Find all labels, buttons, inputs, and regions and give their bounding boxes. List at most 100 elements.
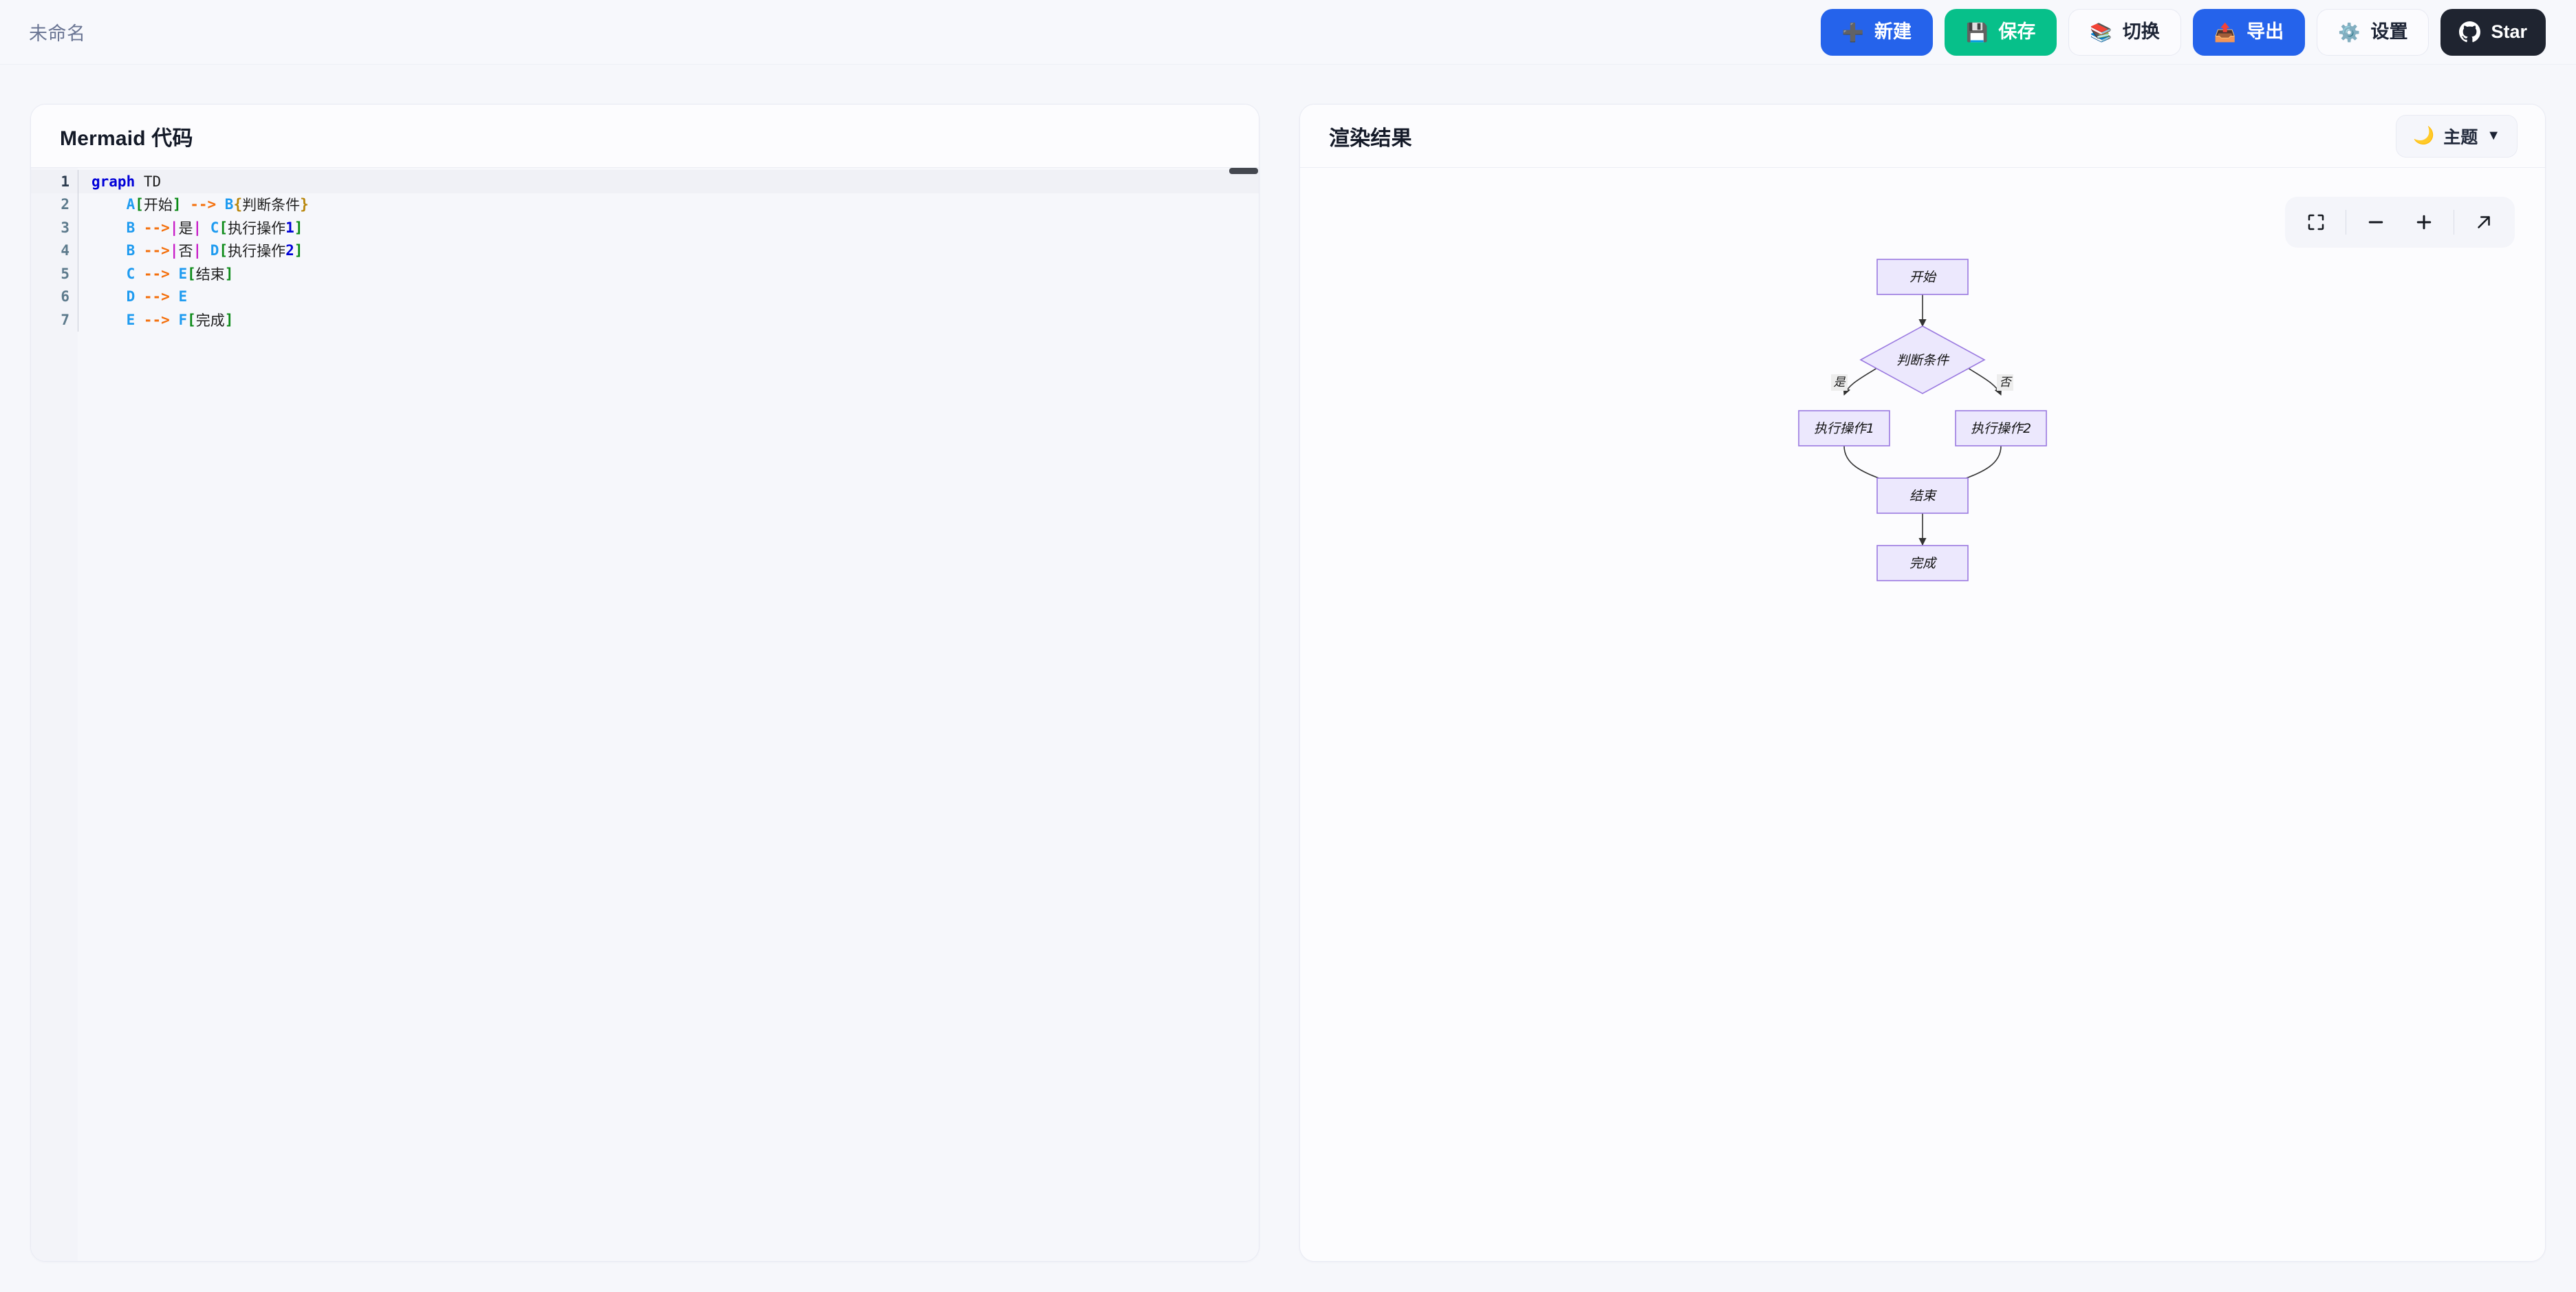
diagram-preview[interactable]: 是 否 开始 判断条件 xyxy=(1300,168,2545,1261)
code-token: 完成 xyxy=(195,312,225,329)
code-line-content[interactable]: C --> E[结束] xyxy=(78,262,1259,286)
code-token: 1 xyxy=(285,219,294,236)
zoom-in-button[interactable] xyxy=(2400,201,2448,244)
export-button[interactable]: 📤 导出 xyxy=(2192,8,2306,56)
node-shape-rect xyxy=(1876,259,1969,295)
settings-button-label: 设置 xyxy=(2370,21,2408,42)
code-line[interactable]: 7 E --> F[完成] xyxy=(31,308,1259,332)
node-C[interactable]: 执行操作1 xyxy=(1798,410,1890,446)
save-button[interactable]: 💾 保存 xyxy=(1944,8,2057,56)
toolbar-actions: ➕ 新建 💾 保存 📚 切换 📤 导出 ⚙️ 设置 Star xyxy=(1820,8,2546,56)
code-token xyxy=(170,266,179,282)
code-token xyxy=(135,288,144,305)
code-panel-header: Mermaid 代码 xyxy=(31,105,1259,168)
outbox-tray-icon: 📤 xyxy=(2214,21,2237,43)
editor-horizontal-scrollbar[interactable] xyxy=(1229,168,1258,174)
code-line-content[interactable]: D --> E xyxy=(78,285,1259,308)
code-token: --> xyxy=(143,219,170,236)
code-token xyxy=(216,196,225,213)
switch-button[interactable]: 📚 切换 xyxy=(2068,8,2181,56)
github-icon xyxy=(2459,21,2481,43)
code-token: C xyxy=(126,265,136,282)
theme-dropdown[interactable]: 🌙 主题 ▼ xyxy=(2396,114,2518,158)
code-token: [ xyxy=(135,196,144,213)
code-token: 是 xyxy=(178,219,193,237)
new-button[interactable]: ➕ 新建 xyxy=(1820,8,1933,56)
document-title[interactable]: 未命名 xyxy=(29,23,86,44)
code-line-content[interactable]: E --> F[完成] xyxy=(78,308,1259,332)
code-token: graph xyxy=(91,173,136,190)
node-D[interactable]: 执行操作2 xyxy=(1955,410,2047,446)
code-token: E xyxy=(178,265,188,282)
github-star-button[interactable]: Star xyxy=(2440,8,2546,56)
code-token: D xyxy=(210,242,219,259)
code-token xyxy=(135,219,144,236)
zoom-out-button[interactable] xyxy=(2352,201,2400,244)
save-button-label: 保存 xyxy=(1998,21,2036,42)
code-token: B xyxy=(126,219,136,236)
plus-icon: ➕ xyxy=(1841,21,1864,43)
code-token: [ xyxy=(187,265,196,282)
code-token: } xyxy=(300,196,309,213)
node-shape-rect xyxy=(1798,410,1890,446)
edge-label-yes: 是 xyxy=(1834,376,1846,389)
chevron-down-icon: ▼ xyxy=(2487,128,2500,143)
node-label-D: 执行操作2 xyxy=(1971,421,2031,436)
code-token: { xyxy=(233,196,243,213)
code-line[interactable]: 1 graph TD xyxy=(31,170,1259,193)
top-toolbar: 未命名 ➕ 新建 💾 保存 📚 切换 📤 导出 ⚙️ 设置 xyxy=(0,0,2576,65)
preview-panel: 渲染结果 🌙 主题 ▼ xyxy=(1299,104,2546,1262)
code-token xyxy=(91,196,127,213)
code-line[interactable]: 5 C --> E[结束] xyxy=(31,262,1259,286)
code-token: E xyxy=(178,288,188,305)
code-token xyxy=(202,219,210,236)
node-E[interactable]: 结束 xyxy=(1876,477,1969,514)
code-token: 2 xyxy=(285,242,294,259)
code-token: | xyxy=(169,242,179,259)
code-token: --> xyxy=(143,242,170,259)
gear-icon: ⚙️ xyxy=(2338,21,2361,43)
node-F[interactable]: 完成 xyxy=(1876,545,1969,581)
fit-to-screen-button[interactable] xyxy=(2292,201,2340,244)
code-token: 否 xyxy=(178,243,193,260)
line-number: 2 xyxy=(61,196,69,213)
code-token: TD xyxy=(143,173,162,190)
edge-label-bg xyxy=(1831,374,1848,391)
code-token: B xyxy=(224,196,234,213)
crescent-moon-icon: 🌙 xyxy=(2413,126,2435,145)
code-line-content[interactable]: A[开始] --> B{判断条件} xyxy=(78,193,1259,216)
code-line-content[interactable]: graph TD xyxy=(78,170,1259,193)
edge-label-group: 是 否 xyxy=(1831,374,2013,391)
code-token: ] xyxy=(224,265,234,282)
code-line[interactable]: 6 D --> E xyxy=(31,285,1259,308)
node-shape-rect xyxy=(1876,545,1969,581)
code-token: [ xyxy=(219,242,228,259)
node-A[interactable]: 开始 xyxy=(1876,259,1969,295)
node-B[interactable]: 判断条件 xyxy=(1859,325,1986,394)
code-token xyxy=(91,219,127,236)
settings-button[interactable]: ⚙️ 设置 xyxy=(2317,8,2429,56)
line-number: 5 xyxy=(61,265,69,282)
code-token: 结束 xyxy=(195,266,225,283)
line-number: 1 xyxy=(61,173,69,190)
code-token xyxy=(135,173,144,190)
node-shape-rect xyxy=(1955,410,2047,446)
line-number: 4 xyxy=(61,242,69,259)
gutter-background xyxy=(31,168,78,1261)
new-button-label: 新建 xyxy=(1874,21,1912,42)
node-label-E: 结束 xyxy=(1909,488,1938,504)
open-external-button[interactable] xyxy=(2460,201,2508,244)
floppy-disk-icon: 💾 xyxy=(1965,21,1989,43)
zoom-control-group xyxy=(2285,197,2515,248)
diagram-canvas[interactable]: 是 否 开始 判断条件 xyxy=(1300,168,2545,1261)
code-token: 执行操作 xyxy=(228,243,286,260)
code-line[interactable]: 2 A[开始] --> B{判断条件} xyxy=(31,193,1259,216)
code-token: | xyxy=(169,219,179,236)
